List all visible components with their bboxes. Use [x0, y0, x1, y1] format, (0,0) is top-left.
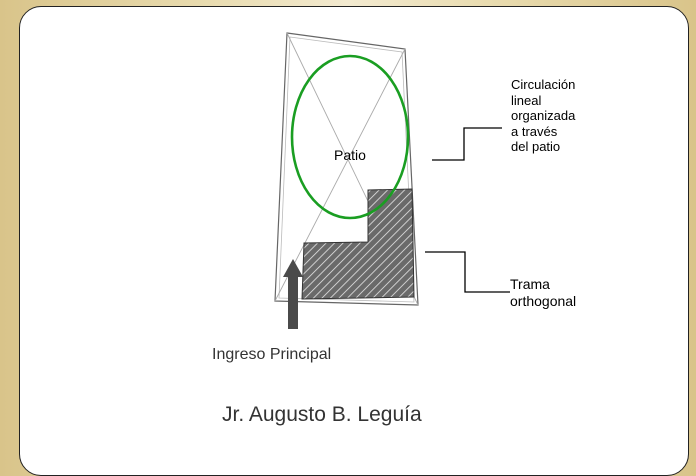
circulation-leader [432, 127, 502, 161]
entrance-label: Ingreso Principal [212, 346, 332, 363]
circulation-label: Circulación lineal organizada a través d… [511, 77, 576, 154]
patio-ellipse [290, 54, 410, 220]
trama-label: Trama orthogonal [510, 276, 577, 309]
site-plan [274, 32, 510, 329]
trama-leader [425, 251, 510, 293]
cross-line-b [274, 48, 406, 302]
patio-label: Patio [334, 147, 366, 163]
street-name: Jr. Augusto B. Leguía [222, 403, 422, 426]
diagram-card [19, 6, 689, 476]
entrance-arrow-icon [283, 259, 303, 329]
built-area-hatched [301, 188, 415, 300]
